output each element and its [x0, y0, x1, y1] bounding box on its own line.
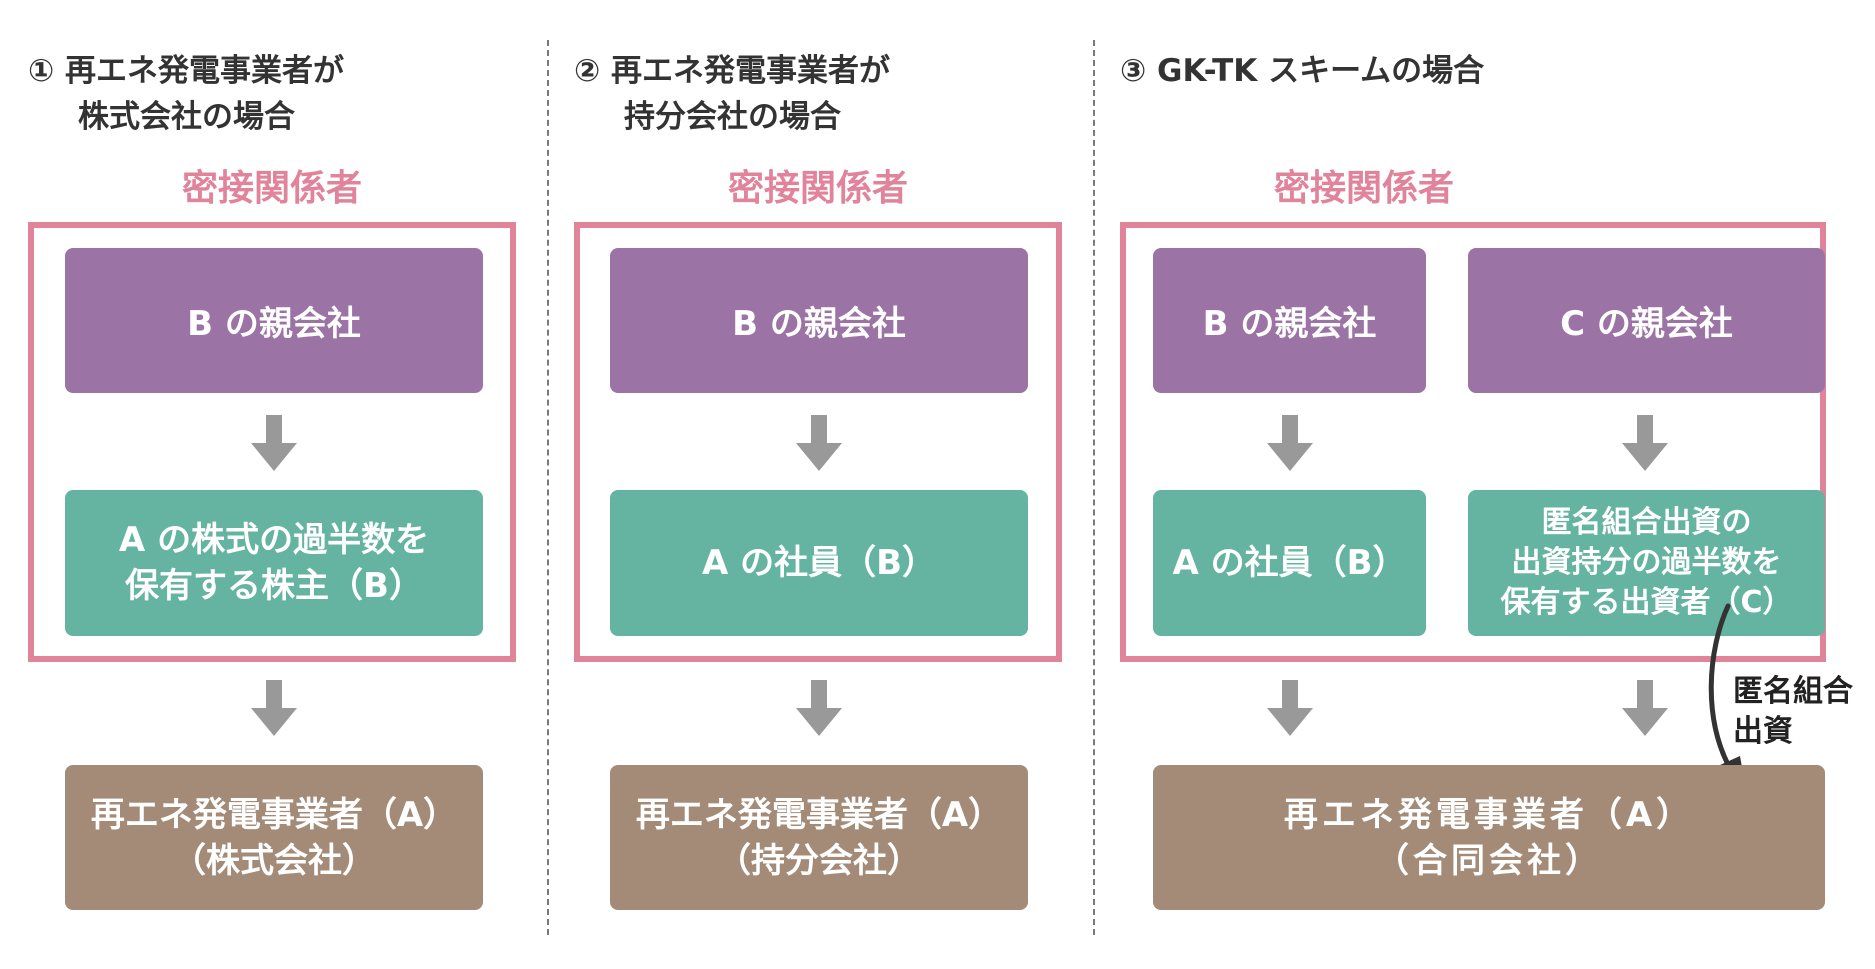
section-3-investor-box: 匿名組合出資の 出資持分の過半数を 保有する出資者（C） [1468, 490, 1825, 636]
section-2-parent-label: B の親会社 [732, 304, 906, 344]
section-2-heading: ② 再エネ発電事業者が 持分会社の場合 [574, 48, 890, 140]
section-1-operator-line1: 再エネ発電事業者（A） [90, 794, 458, 835]
section-2-holder-box: A の社員（B） [610, 490, 1028, 636]
section-3-parent-b-box: B の親会社 [1153, 248, 1426, 393]
section-3-heading-line1: ③ GK-TK スキームの場合 [1120, 53, 1485, 89]
section-2-operator-line2: （持分会社） [717, 840, 921, 881]
section-3-member-box: A の社員（B） [1153, 490, 1426, 636]
section-3-parent-b-label: B の親会社 [1202, 304, 1377, 344]
section-divider-2 [1093, 40, 1095, 935]
section-divider-1 [547, 40, 549, 935]
section-2-parent-box: B の親会社 [610, 248, 1028, 393]
section-1-holder-box: A の株式の過半数を 保有する株主（B） [65, 490, 483, 636]
down-arrow-icon [796, 680, 842, 736]
section-1-holder-line2: 保有する株主（B） [125, 566, 423, 606]
down-arrow-icon [251, 415, 297, 471]
down-arrow-icon [796, 415, 842, 471]
section-3-investment-label: 匿名組合 出資 [1733, 672, 1853, 752]
section-2-heading-line1: ② 再エネ発電事業者が [574, 53, 891, 89]
section-3-parent-c-box: C の親会社 [1468, 248, 1825, 393]
section-3-investment-line2: 出資 [1733, 714, 1793, 749]
section-1-parent-label: B の親会社 [187, 304, 361, 344]
section-3-member-label: A の社員（B） [1172, 543, 1407, 583]
section-2-operator-line1: 再エネ発電事業者（A） [635, 794, 1003, 835]
section-2-operator-box: 再エネ発電事業者（A） （持分会社） [610, 765, 1028, 910]
section-1-parent-box: B の親会社 [65, 248, 483, 393]
down-arrow-icon [1267, 415, 1313, 471]
section-1-heading: ① 再エネ発電事業者が 株式会社の場合 [28, 48, 344, 140]
section-3-parent-c-label: C の親会社 [1560, 304, 1733, 344]
section-1-holder-line1: A の株式の過半数を [118, 520, 430, 560]
section-3-investor-line1: 匿名組合出資の [1541, 505, 1752, 540]
section-1-heading-line2: 株式会社の場合 [78, 99, 295, 135]
section-3-investment-line1: 匿名組合 [1733, 674, 1853, 709]
section-1-operator-line2: （株式会社） [172, 840, 376, 881]
section-3-investor-line2: 出資持分の過半数を [1511, 545, 1782, 580]
section-3-heading: ③ GK-TK スキームの場合 [1120, 48, 1484, 94]
section-3-investor-line3: 保有する出資者（C） [1500, 585, 1793, 620]
section-3-operator-line1: 再エネ発電事業者（A） [1283, 794, 1695, 835]
down-arrow-icon [251, 680, 297, 736]
section-2-heading-line2: 持分会社の場合 [624, 99, 841, 135]
section-2-related-frame [574, 222, 1062, 662]
down-arrow-icon [1622, 680, 1668, 736]
section-3-related-label: 密接関係者 [1273, 168, 1454, 209]
section-2-related-label: 密接関係者 [727, 168, 908, 209]
section-3-operator-box: 再エネ発電事業者（A） （合同会社） [1153, 765, 1825, 910]
section-3-related-frame [1120, 222, 1826, 662]
down-arrow-icon [1622, 415, 1668, 471]
section-1-heading-line1: ① 再エネ発電事業者が [28, 53, 345, 89]
section-2-holder-line1: A の社員（B） [701, 543, 937, 583]
section-1-related-frame [28, 222, 516, 662]
section-1-related-label: 密接関係者 [181, 168, 362, 209]
down-arrow-icon [1267, 680, 1313, 736]
section-1-operator-box: 再エネ発電事業者（A） （株式会社） [65, 765, 483, 910]
section-3-operator-line2: （合同会社） [1375, 840, 1603, 881]
